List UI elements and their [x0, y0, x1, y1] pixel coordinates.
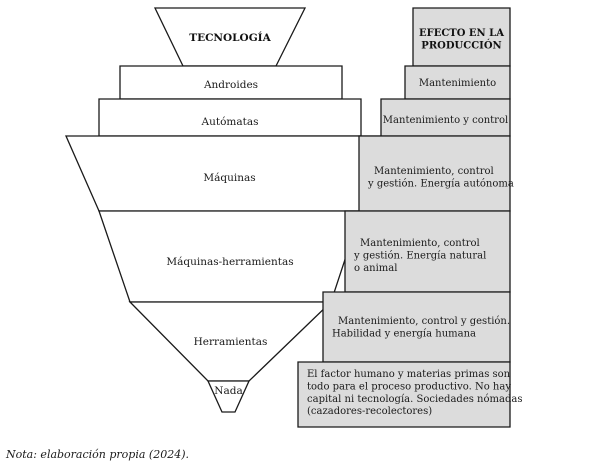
effect-line: El factor humano y materias primas son — [307, 369, 511, 380]
effect-line: capital ni tecnología. Sociedades nómada… — [307, 394, 522, 405]
tier-shape-nada — [206, 380, 251, 413]
effect-line: Mantenimiento, control — [374, 166, 494, 177]
effect-line: y gestión. Energía natural — [353, 250, 486, 261]
tier-label-nada: Nada — [214, 385, 242, 397]
effect-line: todo para el proceso productivo. No hay — [307, 381, 511, 392]
effect-shape-factor-humano — [297, 361, 511, 428]
effect-label-habilidad-energia-humana: Mantenimiento, control y gestión.Habilid… — [332, 316, 510, 339]
effect-line: EFECTO EN LA — [419, 28, 504, 39]
tier-label-maquinas-herramientas: Máquinas-herramientas — [166, 256, 293, 268]
tier-label-androides: Androides — [203, 79, 258, 91]
effect-line: (cazadores-recolectores) — [307, 406, 432, 417]
effect-line: Mantenimiento y control — [383, 115, 508, 126]
effect-line: o animal — [354, 263, 397, 274]
effect-label-mantenimiento-control: Mantenimiento y control — [383, 115, 508, 126]
figure-note: Nota: elaboración propia (2024). — [6, 448, 189, 461]
tier-label-herramientas: Herramientas — [194, 336, 268, 348]
effect-line: Mantenimiento, control — [360, 238, 480, 249]
effect-line: Habilidad y energía humana — [332, 328, 476, 339]
technology-tiers: TECNOLOGÍA AndroidesAutómatasMáquinasMáqu… — [65, 7, 394, 413]
tier-label-maquinas: Máquinas — [203, 172, 255, 184]
effect-line: Mantenimiento, control y gestión. — [338, 316, 510, 327]
effect-line: Mantenimiento — [419, 78, 496, 89]
effect-shape-habilidad-energia-humana — [322, 291, 511, 363]
effect-label-mantenimiento: Mantenimiento — [419, 78, 496, 89]
effect-line: y gestión. Energía autónoma — [367, 178, 514, 189]
tier-label-header: TECNOLOGÍA — [189, 30, 271, 44]
tier-label-automatas: Autómatas — [201, 116, 259, 128]
effect-line: PRODUCCIÓN — [421, 39, 501, 51]
